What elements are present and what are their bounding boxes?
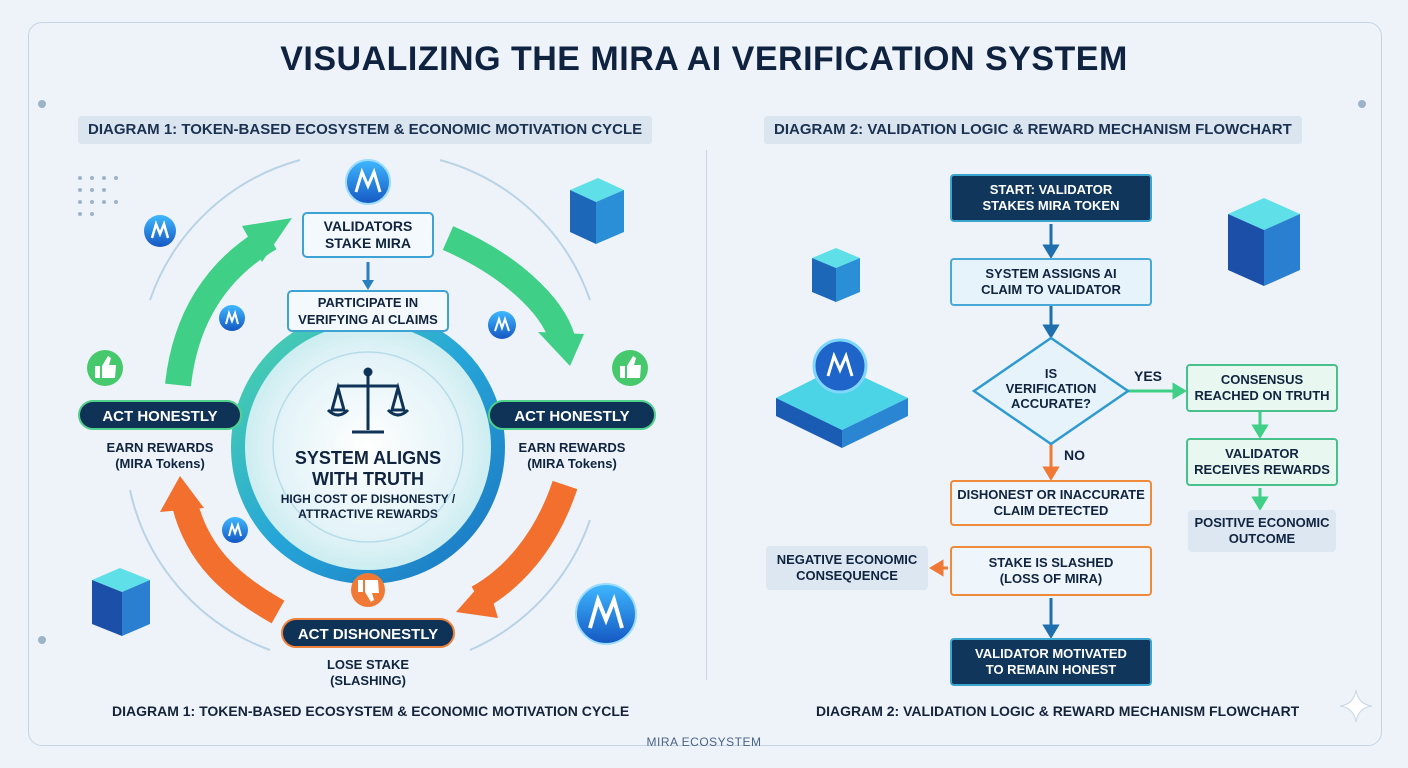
- yes-label: YES: [1133, 368, 1162, 384]
- earn-rewards-right: EARN REWARDS (MIRA Tokens): [518, 440, 626, 471]
- inner-ring: [272, 351, 464, 543]
- server-icon: [776, 338, 908, 448]
- cube-icon: [812, 248, 860, 302]
- diagram-divider: [706, 150, 707, 680]
- diagram1-heading: DIAGRAM 1: TOKEN-BASED ECOSYSTEM & ECONO…: [78, 116, 653, 144]
- decor-arc: [129, 489, 271, 651]
- center-glow: [238, 317, 498, 577]
- lose-stake-text: LOSE STAKE (SLASHING): [326, 657, 410, 688]
- arrowhead: [242, 218, 292, 262]
- flow-negative: NEGATIVE ECONOMIC CONSEQUENCE: [766, 546, 928, 590]
- cycle-arrow-green-right: [442, 226, 575, 343]
- mira-logo-icon: [575, 583, 637, 645]
- flow-consensus: CONSENSUS REACHED ON TRUTH: [1186, 364, 1338, 412]
- decision-diamond: [971, 336, 1131, 446]
- decor-arc: [469, 519, 591, 651]
- arrowhead: [160, 476, 204, 512]
- flow-connectors: [1042, 224, 1060, 639]
- no-label: NO: [1064, 447, 1085, 463]
- arrowhead: [456, 578, 498, 618]
- arrowhead: [362, 280, 374, 290]
- flow-receives: VALIDATOR RECEIVES REWARDS: [1186, 438, 1338, 486]
- diagram1-caption: DIAGRAM 1: TOKEN-BASED ECOSYSTEM & ECONO…: [112, 703, 630, 719]
- act-honestly-left-pill: ACT HONESTLY: [78, 400, 242, 430]
- decor-arc: [149, 159, 301, 301]
- mira-logo-icon: [222, 517, 248, 543]
- participate-card: PARTICIPATE IN VERIFYING AI CLAIMS: [287, 290, 449, 332]
- no-connectors: [929, 444, 1060, 577]
- arrowhead: [538, 332, 584, 366]
- mira-logo-icon: [488, 311, 516, 339]
- flow-assign: SYSTEM ASSIGNS AI CLAIM TO VALIDATOR: [950, 258, 1152, 306]
- mira-logo-icon: [144, 215, 176, 247]
- sparkle-icon: [1339, 689, 1373, 723]
- center-subtitle: HIGH COST OF DISHONESTY / ATTRACTIVE REW…: [280, 492, 456, 521]
- flow-start: START: VALIDATOR STAKES MIRA TOKEN: [950, 174, 1152, 222]
- flow-motivated: VALIDATOR MOTIVATED TO REMAIN HONEST: [950, 638, 1152, 686]
- validators-stake-card: VALIDATORS STAKE MIRA: [302, 212, 434, 258]
- earn-rewards-left: EARN REWARDS (MIRA Tokens): [106, 440, 214, 471]
- diagram2-caption: DIAGRAM 2: VALIDATION LOGIC & REWARD MEC…: [816, 703, 1300, 719]
- thumbs-down-icon: [351, 573, 385, 607]
- mira-logo-icon: [219, 305, 245, 331]
- center-title: SYSTEM ALIGNS WITH TRUTH: [294, 448, 442, 489]
- diagram2-heading: DIAGRAM 2: VALIDATION LOGIC & REWARD MEC…: [764, 116, 1302, 144]
- flow-dishonest: DISHONEST OR INACCURATE CLAIM DETECTED: [950, 480, 1152, 526]
- flow-slashed: STAKE IS SLASHED (LOSS OF MIRA): [950, 546, 1152, 596]
- cube-icon: [92, 568, 150, 636]
- act-honestly-right-pill: ACT HONESTLY: [488, 400, 656, 430]
- decor-arc: [439, 159, 591, 301]
- thumbs-up-icon: [612, 350, 648, 386]
- scale-icon: [326, 367, 410, 434]
- act-dishonestly-pill: ACT DISHONESTLY: [281, 618, 455, 648]
- outer-frame: [28, 22, 1382, 746]
- flow-positive: POSITIVE ECONOMIC OUTCOME: [1188, 510, 1336, 552]
- cycle-arrow-green-left: [165, 226, 277, 387]
- decor-dots: [38, 100, 1366, 644]
- decision-text: IS VERIFICATION ACCURATE?: [1005, 366, 1097, 411]
- cube-icon: [570, 178, 624, 244]
- page-title: VISUALIZING THE MIRA AI VERIFICATION SYS…: [280, 40, 1128, 78]
- cube-icon: [1228, 198, 1300, 286]
- yes-connectors: [1128, 382, 1269, 511]
- cycle-arrow-orange-left: [172, 501, 285, 624]
- thumbs-up-icon: [87, 350, 123, 386]
- mira-logo-icon: [345, 159, 391, 205]
- footer: MIRA ECOSYSTEM: [646, 735, 762, 749]
